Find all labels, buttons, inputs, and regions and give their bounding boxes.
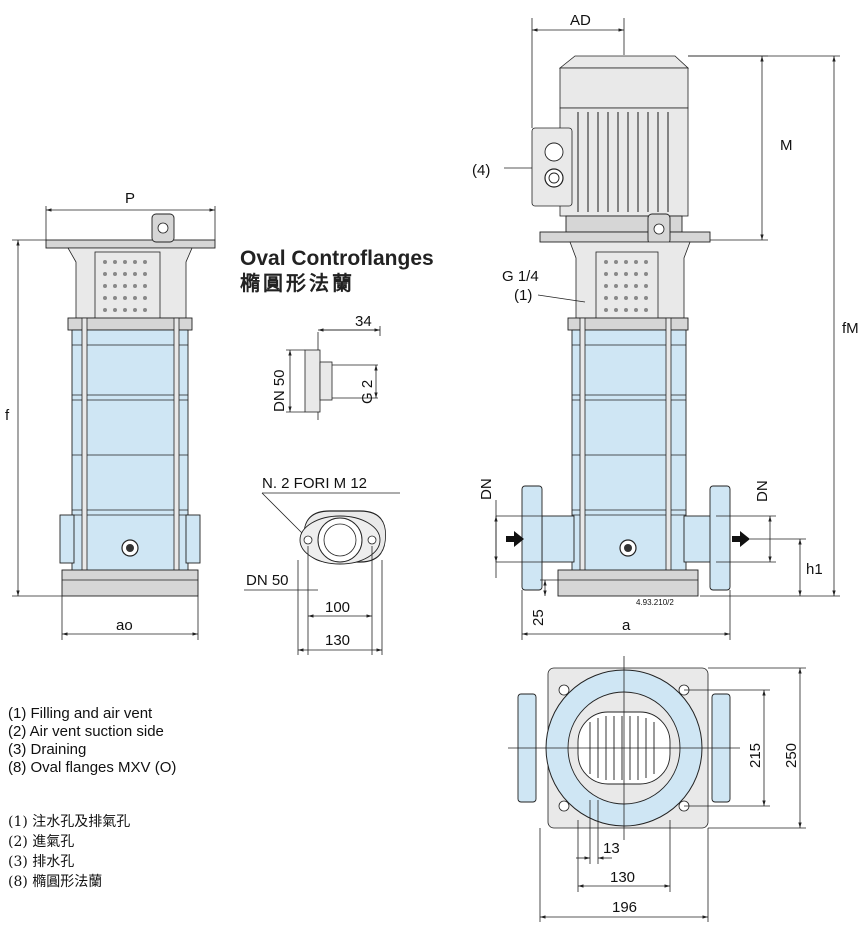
legend-item: (3) Draining — [8, 741, 87, 758]
drawing-code-label: 4.93.210/2 — [636, 598, 674, 607]
legend-item: (3) 排水孔 — [8, 854, 75, 870]
dim-34-label: 34 — [355, 313, 372, 330]
dim-fm-label: fM — [842, 320, 859, 337]
dim-m-label: M — [780, 137, 793, 154]
dim-130-label: 130 — [325, 632, 350, 649]
legend-item: (1) Filling and air vent — [8, 705, 153, 722]
legend-english: (1) Filling and air vent (2) Air vent su… — [8, 705, 176, 777]
dim-a-label: a — [622, 617, 631, 634]
dim-dn50-label: DN 50 — [246, 572, 289, 589]
title-en: Oval Controflanges — [240, 247, 434, 270]
dim-196-label: 196 — [612, 899, 637, 916]
pump-bottom-view: 215 250 13 130 196 — [508, 656, 806, 922]
legend-chinese: (1) 注水孔及排氣孔 (2) 進氣孔 (3) 排水孔 (8) 橢圓形法蘭 — [8, 812, 130, 892]
dim-ao-label: ao — [116, 617, 133, 634]
dim-100-label: 100 — [325, 599, 350, 616]
controflange-side-detail: 34 DN 50 G 2 — [271, 313, 381, 420]
g14-label: G 1/4 — [502, 268, 539, 285]
right-pump-view: AD (4) M fM — [472, 12, 859, 640]
dim-25-label: 25 — [530, 609, 547, 626]
dim-130-bottom-label: 130 — [610, 869, 635, 886]
legend-item: (8) 橢圓形法蘭 — [8, 874, 103, 890]
legend-item: (2) Air vent suction side — [8, 723, 164, 740]
dim-f-label: f — [5, 407, 10, 424]
dim-250-label: 250 — [783, 743, 800, 768]
legend-item: (2) 進氣孔 — [8, 834, 75, 850]
legend-item: (8) Oval flanges MXV (O) — [8, 759, 177, 776]
callout-1-label: (1) — [514, 287, 532, 304]
fori-label: N. 2 FORI M 12 — [262, 475, 367, 492]
dim-dn-left-label: DN — [478, 478, 495, 500]
dim-ad-label: AD — [570, 12, 591, 29]
dim-h1-label: h1 — [806, 561, 823, 578]
dim-p-label: P — [125, 190, 135, 207]
dim-dn50-vertical-label: DN 50 — [271, 369, 288, 412]
dim-13-label: 13 — [603, 840, 620, 857]
dim-g2-label: G 2 — [359, 380, 376, 404]
oval-controflanges-title: Oval Controflanges 橢圓形法蘭 — [240, 247, 434, 295]
left-pump-view: P — [5, 190, 216, 640]
legend-item: (1) 注水孔及排氣孔 — [8, 814, 131, 830]
dim-dn-right-label: DN — [754, 480, 771, 502]
dim-215-label: 215 — [747, 743, 764, 768]
callout-4-label: (4) — [472, 162, 490, 179]
title-zh: 橢圓形法蘭 — [240, 271, 355, 295]
controflange-front-detail: N. 2 FORI M 12 DN 50 100 130 — [244, 475, 400, 655]
